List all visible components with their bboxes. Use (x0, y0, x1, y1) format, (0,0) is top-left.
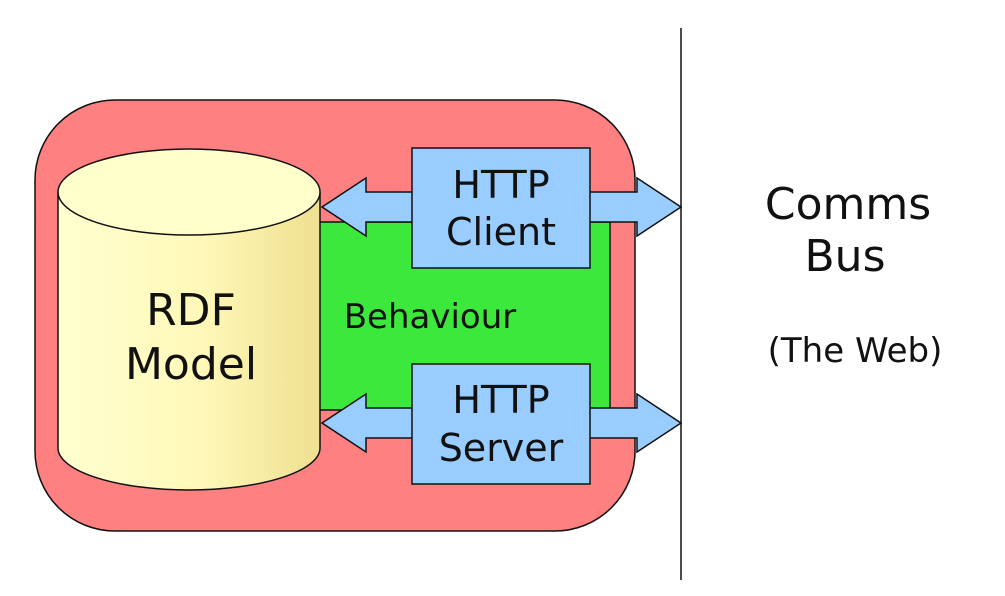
http-client-label-2: Client (446, 210, 556, 254)
model-label: Model (125, 339, 257, 390)
http-server-label-1: HTTP (452, 378, 549, 422)
http-server-label-2: Server (439, 426, 564, 470)
http-server-box (411, 363, 591, 485)
rdf-model-cylinder (57, 148, 321, 491)
comms-label: Comms (765, 179, 931, 230)
http-client-label-1: HTTP (452, 163, 549, 207)
rdf-label: RDF (146, 285, 236, 336)
http-client-box (411, 147, 591, 269)
bus-label: Bus (805, 231, 886, 282)
behaviour-label: Behaviour (344, 297, 517, 337)
the-web-label: (The Web) (768, 331, 943, 371)
